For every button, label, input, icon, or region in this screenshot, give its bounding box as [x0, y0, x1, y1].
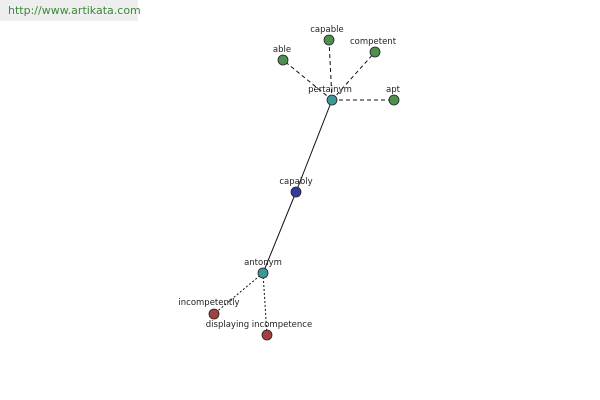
node-marker-displaying-incompetence[interactable] [261, 329, 273, 341]
node-apt[interactable]: apt [386, 85, 401, 106]
node-pertainym[interactable]: pertainym [308, 85, 352, 106]
node-label-competent[interactable]: competent [350, 37, 397, 47]
node-label-displaying-incompetence[interactable]: displaying incompetence [206, 320, 312, 330]
graph-edges [213, 39, 394, 336]
node-competent[interactable]: competent [350, 37, 397, 58]
node-marker-antonym[interactable] [257, 267, 269, 279]
node-label-able[interactable]: able [273, 45, 291, 55]
node-able[interactable]: able [273, 45, 291, 66]
edge-antonym-to-incompetently [213, 272, 264, 315]
node-antonym[interactable]: antonym [244, 258, 282, 279]
node-marker-capably[interactable] [290, 186, 302, 198]
edge-capably-to-pertainym [295, 99, 333, 193]
node-label-capable[interactable]: capable [310, 25, 343, 35]
node-label-apt[interactable]: apt [386, 85, 401, 95]
node-label-capably[interactable]: capably [279, 177, 312, 187]
edge-pertainym-to-able [282, 59, 333, 101]
node-marker-incompetently[interactable] [208, 308, 220, 320]
node-label-antonym[interactable]: antonym [244, 258, 282, 268]
node-marker-pertainym[interactable] [326, 94, 338, 106]
node-marker-able[interactable] [277, 54, 289, 66]
edge-pertainym-to-capable [328, 39, 333, 101]
graph-nodes: capably pertainym antonym able capable compet… [178, 25, 401, 341]
node-marker-competent[interactable] [369, 46, 381, 58]
edge-capably-to-antonym [262, 191, 297, 274]
node-capable[interactable]: capable [310, 25, 344, 46]
node-capably[interactable]: capably [279, 177, 313, 198]
node-label-incompetently[interactable]: incompetently [178, 298, 239, 308]
node-marker-capable[interactable] [323, 34, 335, 46]
node-displaying-incompetence[interactable]: displaying incompetence [206, 320, 312, 341]
node-incompetently[interactable]: incompetently [178, 298, 240, 320]
site-url-link[interactable]: http://www.artikata.com [8, 4, 141, 17]
node-label-pertainym[interactable]: pertainym [308, 85, 352, 95]
url-banner: http://www.artikata.com [0, 0, 141, 21]
node-marker-apt[interactable] [388, 94, 400, 106]
edge-pertainym-to-competent [331, 51, 376, 101]
